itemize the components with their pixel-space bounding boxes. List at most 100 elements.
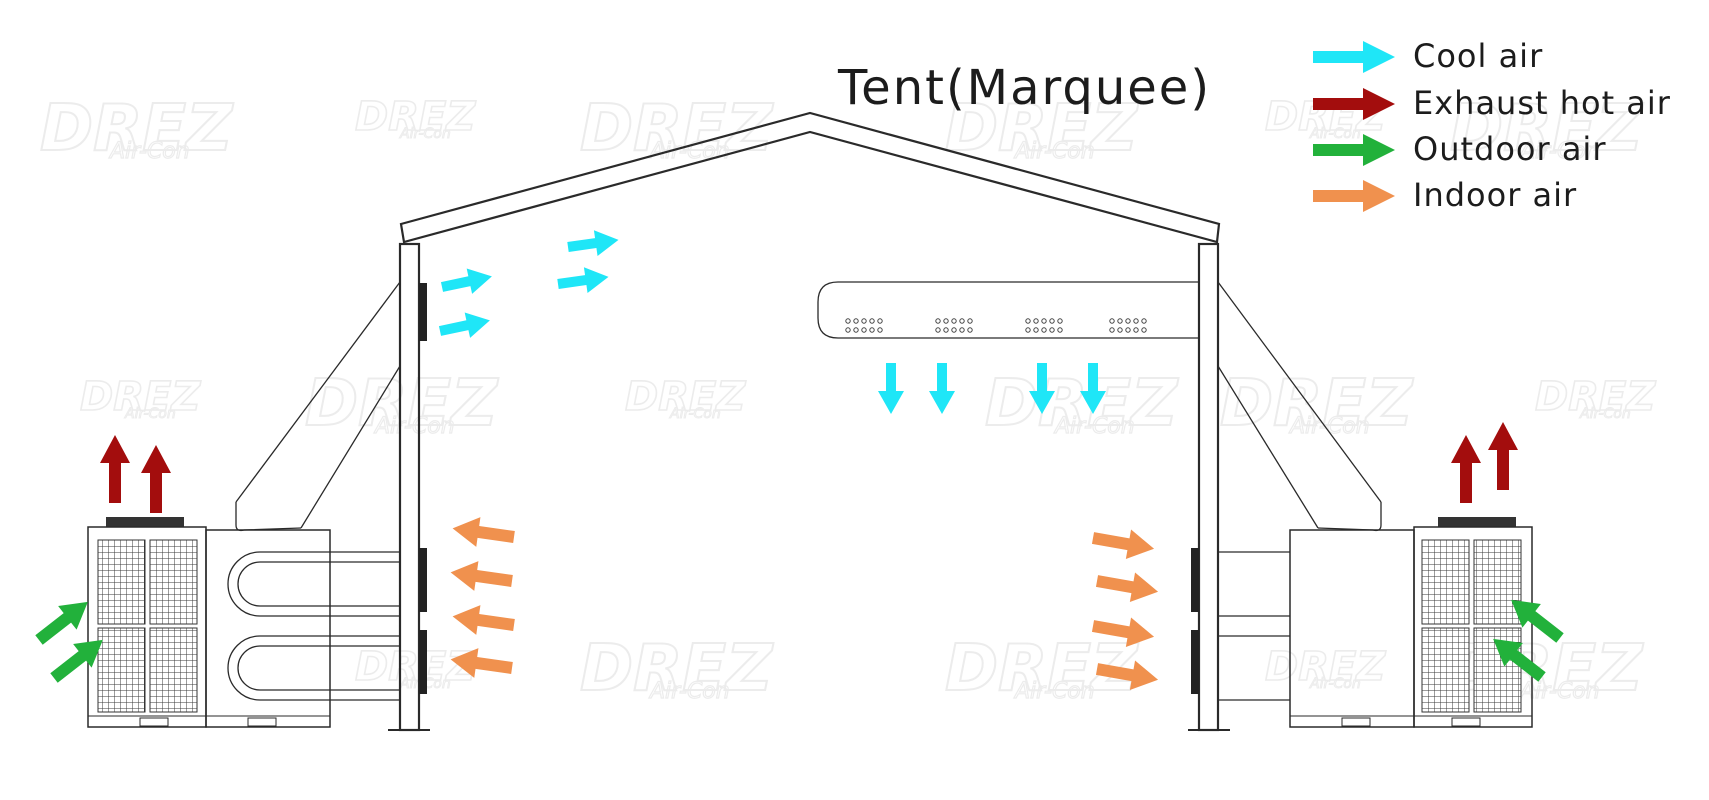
diagram-title: Tent(Marquee) [837, 60, 1211, 116]
watermark-sub: Air-Con [648, 139, 730, 164]
indoor-air-arrow [1095, 572, 1159, 603]
watermark-logo: DREZ [945, 92, 1139, 166]
watermark: DREZ Air-Con [304, 366, 500, 442]
exhaust-air-arrow [1488, 422, 1518, 490]
watermark: DREZ Air-Con [79, 373, 202, 422]
tent-frame [388, 111, 1230, 732]
watermark-sub: Air-Con [1288, 414, 1370, 439]
indoor-air-arrow [1091, 617, 1155, 648]
watermark-sub: Air-Con [373, 414, 455, 439]
legend-label: Outdoor air [1413, 130, 1606, 168]
cool-air-arrow [1080, 363, 1106, 414]
watermark-sub: Air-Con [1518, 139, 1600, 164]
diffuser-right-middle [1191, 548, 1199, 612]
watermark-sub: Air-Con [1053, 414, 1135, 439]
cool-air-arrow [440, 268, 492, 294]
watermark: DREZ Air-Con [984, 366, 1180, 442]
legend: Cool air Exhaust hot air Outdoor air Ind… [1313, 37, 1671, 214]
right-ac-unit [1218, 517, 1533, 728]
watermark-logo: DREZ [355, 644, 476, 690]
legend-label: Cool air [1413, 37, 1543, 75]
legend-label: Indoor air [1413, 176, 1577, 214]
watermark: DREZ Air-Con [39, 91, 235, 167]
left-evaporator [205, 529, 331, 728]
exhaust-air-arrow [100, 435, 130, 503]
cool-air-arrow [557, 267, 609, 293]
cool-air-arrow [929, 363, 955, 414]
tent-pole-right [1197, 242, 1220, 732]
cool-air-arrow [567, 230, 619, 256]
indoor-air-arrow [1091, 529, 1155, 560]
legend-item-cool-air: Cool air [1313, 37, 1543, 75]
watermark-sub: Air-Con [399, 126, 451, 142]
right-condenser [1413, 526, 1533, 728]
indoor-air-arrow [452, 517, 515, 547]
watermark: DREZ Air-Con [1534, 373, 1657, 422]
watermark: DREZ Air-Con [624, 373, 747, 422]
watermark: DREZ Air-Con [1449, 91, 1645, 167]
indoor-air-arrow [1095, 660, 1159, 691]
exhaust-air-arrow [1451, 435, 1481, 503]
watermark-sub: Air-Con [1518, 679, 1600, 704]
watermark-sub: Air-Con [124, 406, 176, 422]
watermark-logo: DREZ [1220, 367, 1414, 441]
watermark-sub: Air-Con [1309, 676, 1361, 692]
left-ac-unit [87, 517, 400, 728]
outdoor-air-arrow [1493, 638, 1546, 682]
watermark-logo: DREZ [580, 92, 774, 166]
watermark: DREZ Air-Con [1264, 643, 1387, 692]
watermark-sub: Air-Con [108, 139, 190, 164]
legend-item-exhaust-hot-air: Exhaust hot air [1313, 84, 1671, 122]
cool-air-arrow [878, 363, 904, 414]
legend-item-indoor-air: Indoor air [1313, 176, 1577, 214]
left-top-fan [106, 517, 184, 527]
legend-label: Exhaust hot air [1413, 84, 1671, 122]
watermark-sub: Air-Con [669, 406, 721, 422]
exhaust-air-arrow-icon [1313, 88, 1395, 120]
legend-item-outdoor-air: Outdoor air [1313, 130, 1606, 168]
watermark-logo: DREZ [1535, 374, 1656, 420]
watermark-logo: DREZ [985, 367, 1179, 441]
watermark-sub: Air-Con [1579, 406, 1631, 422]
watermark-sub: Air-Con [1309, 126, 1361, 142]
outdoor-air-arrow [50, 639, 103, 683]
watermark: DREZ Air-Con [1219, 366, 1415, 442]
right-top-fan [1438, 517, 1516, 527]
cool-air-arrow [1029, 363, 1055, 414]
watermark-logo: DREZ [1450, 92, 1644, 166]
indoor-air-arrow [450, 648, 513, 678]
watermark: DREZ Air-Con [354, 93, 477, 142]
indoor-air-arrow [452, 605, 515, 635]
outdoor-air-arrow [1511, 599, 1564, 643]
watermark-sub: Air-Con [648, 679, 730, 704]
watermark-logo: DREZ [305, 367, 499, 441]
watermark-sub: Air-Con [1013, 679, 1095, 704]
diffuser-left-lower [419, 630, 427, 694]
watermark: DREZ Air-Con [579, 631, 775, 707]
tent-roof [399, 111, 1221, 244]
diffuser-right-lower [1191, 630, 1199, 694]
airflow-arrows [35, 230, 1564, 691]
outdoor-air-arrow-icon [1313, 134, 1395, 166]
diffuser-left-upper [419, 283, 427, 341]
watermark-logo: DREZ [40, 92, 234, 166]
watermark-sub: Air-Con [1013, 139, 1095, 164]
exhaust-air-arrow [141, 445, 171, 513]
watermark-logo: DREZ [580, 632, 774, 706]
outdoor-air-arrow [35, 601, 88, 645]
indoor-air-arrow-icon [1313, 180, 1395, 212]
watermark: DREZ Air-Con [944, 91, 1140, 167]
watermark-logo: DREZ [1265, 644, 1386, 690]
right-evaporator [1289, 529, 1415, 728]
watermark: DREZ Air-Con [579, 91, 775, 167]
watermark: DREZ Air-Con [354, 643, 477, 692]
indoor-air-arrow [450, 561, 513, 591]
overhead-duct [817, 281, 1199, 339]
watermark-logo: DREZ [625, 374, 746, 420]
cool-air-arrow [438, 312, 490, 338]
diffuser-left-middle [419, 548, 427, 612]
watermark-logo: DREZ [80, 374, 201, 420]
watermark-logo: DREZ [355, 94, 476, 140]
watermark-layer: DREZ Air-Con DREZ Air-Con DREZ Air-Con D… [39, 91, 1657, 707]
